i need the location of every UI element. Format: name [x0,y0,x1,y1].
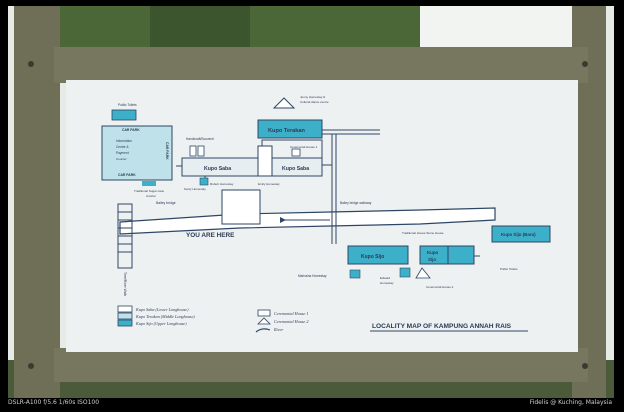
you-are-here-label: YOU ARE HERE [186,232,235,239]
label-info-2: Centre & [116,145,129,149]
label-ceremonial-2: Ceremonial House 2 [426,285,454,289]
top-wooden-beam [54,47,588,83]
you-are-here-marker [221,189,261,225]
kupo-sijo-baru [491,225,551,243]
river [119,207,496,235]
label-edward-1: Edward [380,276,391,280]
photo-credit-caption: Fidelis @ Kuching, Malaysia [529,399,612,406]
legend-river-text: River [273,327,283,332]
legend-saba-text: Kupo Saba (Lower Longhouse) [135,307,189,312]
label-bailey-walkway: Bailey bridge walkway [340,201,372,205]
label-kupo-sijo-2a: Kupo [427,250,439,255]
legend-terakan-text: Kupo Terakan (Middle Longhouse) [135,314,195,319]
legend-river-swatch [255,328,271,333]
label-car-park-top: CAR PARK [122,128,140,132]
legend-ceremonial-2-swatch [257,317,271,325]
label-marhaina: Marhaina Homestay [298,274,327,278]
label-car-park-right: CAR PARK [165,142,169,160]
label-jenny-1: Jenny Homestay & [300,95,325,99]
kupo-sijo-1 [347,245,409,265]
label-info-4: Counter [116,157,127,161]
label-kupo-saba-1: Kupo Saba [204,166,231,172]
map-title: LOCALITY MAP OF KAMPUNG ANNAH RAIS [372,323,512,330]
label-kupo-sijo-2b: Sijo [428,257,436,262]
label-robert: Robert Homestay [210,182,234,186]
legend-sijo-text: Kupo Sijo (Upper Longhouse) [135,321,187,326]
label-jenny-2: Cultural dance centre [300,100,329,104]
label-kupo-sijo-1: Kupo Sijo [361,254,384,260]
label-traditional-2: crusher [146,194,156,198]
label-edward-2: Homestay [380,281,394,285]
label-side-walk: Tree/River Walk [123,272,127,296]
left-wooden-post [14,6,60,398]
label-traditional-house: Traditional House Stone House [402,231,444,235]
label-info-3: Payment [116,151,129,155]
label-kupo-sijo-baru: Kupo Sijo (Baru) [501,232,536,237]
label-car-park-bottom: CAR PARK [118,173,136,177]
label-traditional-1: Traditional Sugar cane [134,189,164,193]
legend-ceremonial-1-swatch [257,309,271,317]
car-park-block [101,125,173,181]
label-bailey-bridge: Bailey bridge [156,201,176,205]
legend-sijo-swatch [117,319,133,327]
label-ceremonial-1: Ceremonial House 1 [290,145,318,149]
label-kupo-saba-2: Kupo Saba [282,166,309,172]
bottom-wooden-beam [54,348,588,382]
legend-ceremonial-2-text: Ceremonial House 2 [274,319,309,324]
label-public-toilets-2: Public Toilets [500,267,518,271]
label-kupo-terakan: Kupo Terakan [268,128,305,134]
legend-terakan-swatch [117,312,133,320]
camera-info-caption: DSLR-A100 f/5.6 1/60s ISO100 [8,399,100,406]
label-public-toilets: Public Toilets [118,103,137,107]
label-emily: Emily Homestay [258,182,280,186]
label-handicraft: Handicraft/Souvenir [186,137,215,141]
public-toilets-marker [111,109,137,121]
legend-ceremonial-1-text: Ceremonial House 1 [274,311,309,316]
legend-saba-swatch [117,305,133,313]
label-info-1: Information [116,139,132,143]
label-kenly: Kenly Homestay [184,187,206,191]
kupo-terakan [257,119,323,139]
